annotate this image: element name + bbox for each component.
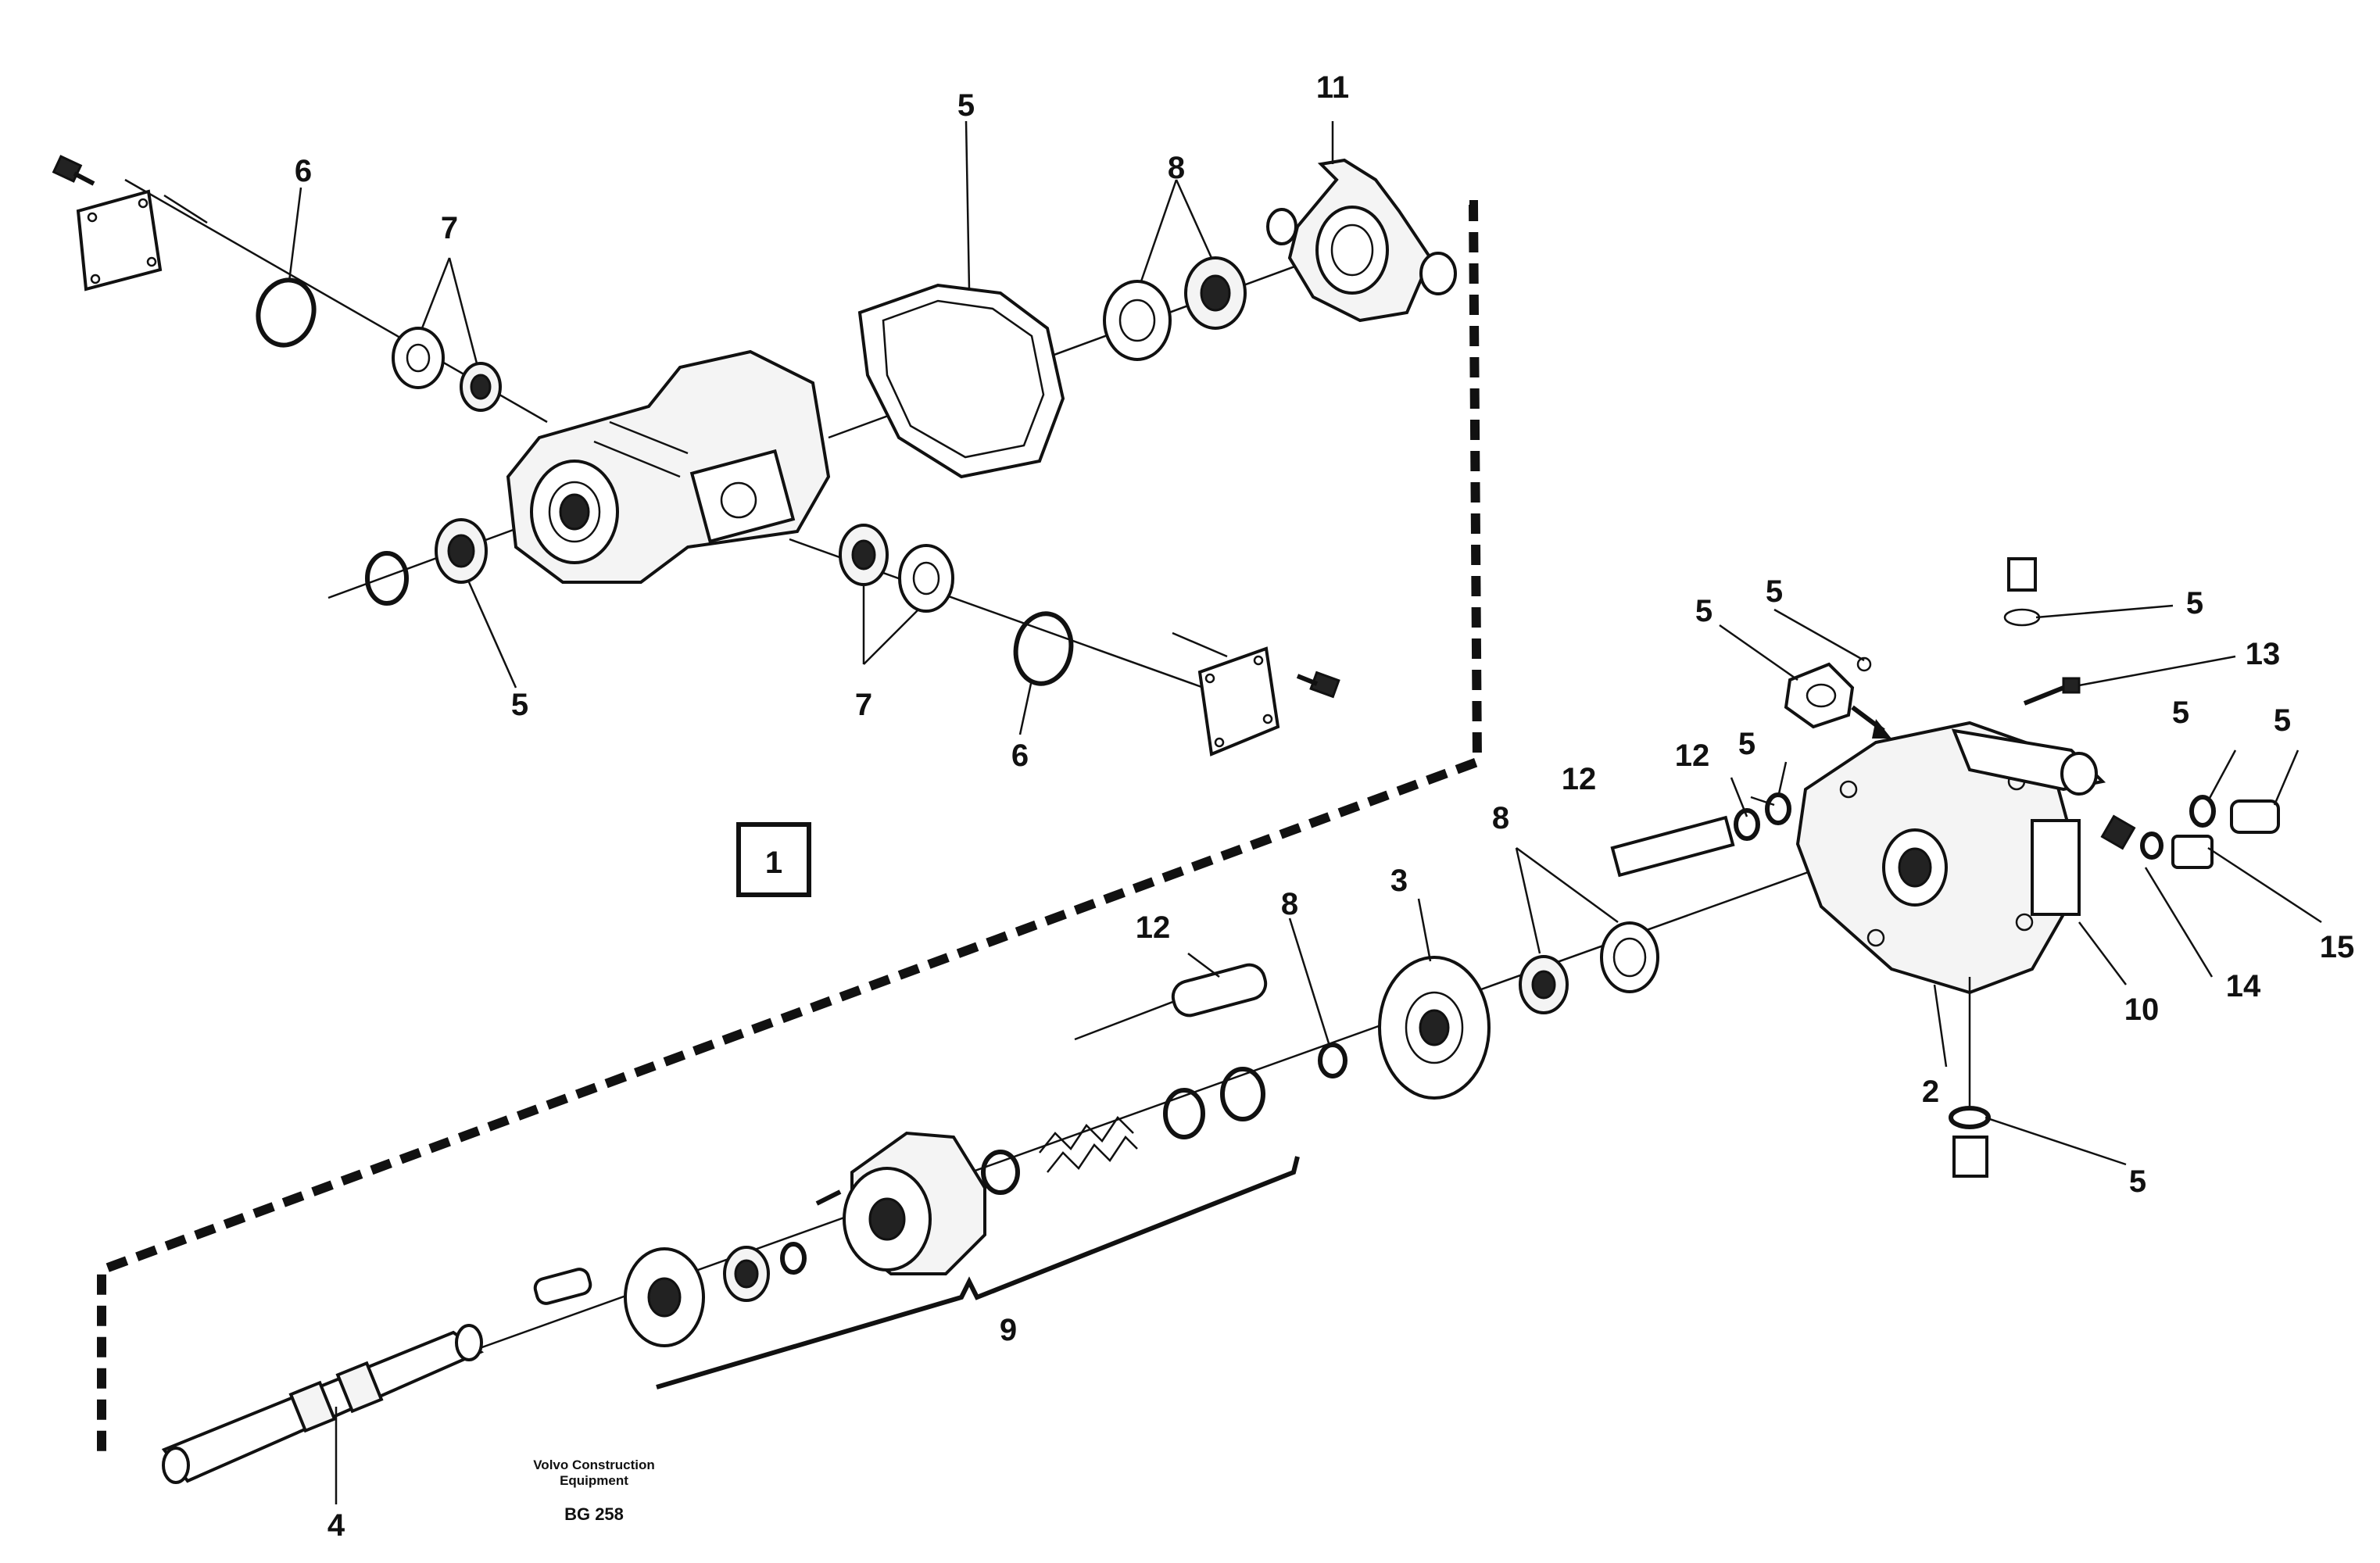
callout-6-lower: 6	[1011, 739, 1029, 773]
callout-13: 13	[2246, 637, 2281, 671]
callout-12-lower: 12	[1136, 910, 1171, 945]
pump-body-2	[1795, 721, 2106, 995]
callout-5-flange: 5	[1695, 594, 1713, 628]
plug-bottom	[1949, 977, 2127, 1178]
footer-company-line1: Volvo Construction	[533, 1457, 655, 1472]
callout-gasket-5: 5	[957, 88, 975, 123]
bearing-7-lower	[839, 524, 954, 613]
callout-12-pin: 12	[1562, 762, 1597, 796]
shaft-4	[161, 1324, 485, 1484]
pin-12-right	[1610, 792, 1791, 878]
callout-14: 14	[2226, 969, 2261, 1003]
pin-12-lower	[1171, 963, 1268, 1018]
footer-code: BG 258	[564, 1504, 624, 1524]
callout-7-upper: 7	[441, 211, 458, 245]
bearing-8-upper	[1103, 256, 1247, 361]
callout-5-oring-right: 5	[2172, 696, 2189, 730]
callout-5-ring: 5	[1738, 727, 1755, 761]
swivel-housing-11	[1266, 158, 1457, 323]
callout-4: 4	[327, 1508, 345, 1543]
callout-5-seal: 5	[511, 688, 528, 722]
callout-6-upper: 6	[295, 154, 312, 188]
group-1-label-box: 1	[736, 822, 811, 897]
o-ring-upper	[256, 277, 317, 348]
callout-12-ring: 12	[1675, 739, 1710, 773]
plugs-right	[2100, 795, 2280, 869]
bearing-7-upper	[392, 327, 502, 412]
callout-3: 3	[1390, 864, 1408, 898]
bearing-8-lower	[1519, 921, 1659, 1014]
plug-top	[2003, 557, 2174, 627]
callout-5-plug-right: 5	[2274, 703, 2291, 738]
group-1-label: 1	[765, 846, 782, 880]
callout-5-oring: 5	[1766, 574, 1783, 609]
leader-lines	[288, 120, 2322, 1504]
callout-8-lower: 8	[1492, 801, 1509, 835]
rotating-group-9	[533, 1067, 1265, 1347]
gasket-upper	[857, 283, 1065, 479]
seal-bearing-5-upper	[365, 518, 488, 606]
callout-11: 11	[1316, 70, 1349, 105]
callout-9: 9	[1000, 1313, 1017, 1347]
callout-8-upper: 8	[1168, 151, 1185, 185]
group-1-outline	[97, 200, 1483, 1454]
callout-5-plug-bottom: 5	[2129, 1164, 2146, 1199]
callout-5-plug-top: 5	[2186, 586, 2203, 621]
callout-10: 10	[2124, 993, 2160, 1027]
cover-plate-upper	[52, 155, 163, 291]
callout-2: 2	[1922, 1075, 1939, 1109]
footer-company-line2: Equipment	[560, 1473, 628, 1488]
ring-8-small	[1318, 1043, 1347, 1078]
callout-8-ring: 8	[1281, 887, 1298, 921]
group-9-bracket	[656, 1156, 1300, 1390]
o-ring-lower	[1013, 611, 1074, 686]
callout-numbers: 5 11 6 7 8 5 7 6 5 5 5 13 12 12 5 8 5 5 …	[295, 70, 2354, 1543]
callout-7-lower: 7	[855, 688, 872, 722]
pump-housing-upper	[506, 349, 831, 584]
cover-plate-lower	[1197, 646, 1340, 756]
callout-15: 15	[2320, 930, 2355, 964]
screw-13	[2023, 655, 2236, 706]
footer: Volvo Construction Equipment BG 258	[533, 1457, 655, 1524]
swash-plate-3	[1378, 956, 1491, 1100]
gasket-flange-small	[1784, 656, 1891, 739]
